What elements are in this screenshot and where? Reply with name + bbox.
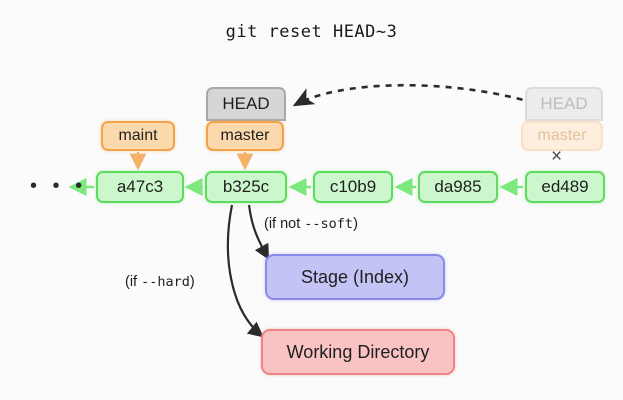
diagram-title: git reset HEAD~3 xyxy=(225,22,398,42)
commit-label: b325c xyxy=(222,177,270,196)
annotation-suffix: ) xyxy=(189,274,195,290)
head-move-dashed-arrow xyxy=(292,83,535,107)
stage-index-box[interactable]: Stage (Index) xyxy=(265,254,445,300)
commit-label: c10b9 xyxy=(329,177,377,196)
maint-label: maint xyxy=(118,127,158,144)
ghost-head-ref: HEAD xyxy=(525,87,603,121)
commit-node-c10b9[interactable]: c10b9 xyxy=(313,171,393,203)
cross-icon: × xyxy=(551,146,563,167)
ref-pointer-arrows xyxy=(129,152,254,171)
head-ref[interactable]: HEAD xyxy=(206,87,286,121)
annotation-if-hard: (if --hard) xyxy=(125,274,195,290)
stage-index-label: Stage (Index) xyxy=(300,266,410,287)
history-ellipsis: • • • xyxy=(30,175,88,197)
master-ref[interactable]: master xyxy=(206,121,284,151)
annotation-prefix: (if xyxy=(125,274,142,290)
ghost-master-label: master xyxy=(537,127,587,144)
annotation-flag: --soft xyxy=(304,216,354,232)
working-directory-label: Working Directory xyxy=(286,341,430,362)
commit-label: da985 xyxy=(434,177,482,196)
commit-node-da985[interactable]: da985 xyxy=(418,171,498,203)
ghost-master-ref: master xyxy=(521,121,603,151)
commit-node-b325c[interactable]: b325c xyxy=(205,171,287,203)
commit-label: ed489 xyxy=(541,177,589,196)
annotation-flag: --hard xyxy=(141,274,190,290)
working-directory-box[interactable]: Working Directory xyxy=(261,329,455,375)
reset-to-workdir-arrow xyxy=(226,204,264,338)
head-label: HEAD xyxy=(222,94,270,113)
master-label: master xyxy=(220,127,270,144)
annotation-prefix: (if not xyxy=(264,216,305,232)
commit-node-ed489[interactable]: ed489 xyxy=(525,171,605,203)
maint-ref[interactable]: maint xyxy=(101,121,175,151)
commit-label: a47c3 xyxy=(116,177,164,196)
annotation-if-not-soft: (if not --soft) xyxy=(264,216,358,232)
annotation-suffix: ) xyxy=(353,216,358,232)
ghost-head-label: HEAD xyxy=(540,94,588,113)
commit-node-a47c3[interactable]: a47c3 xyxy=(96,171,184,203)
